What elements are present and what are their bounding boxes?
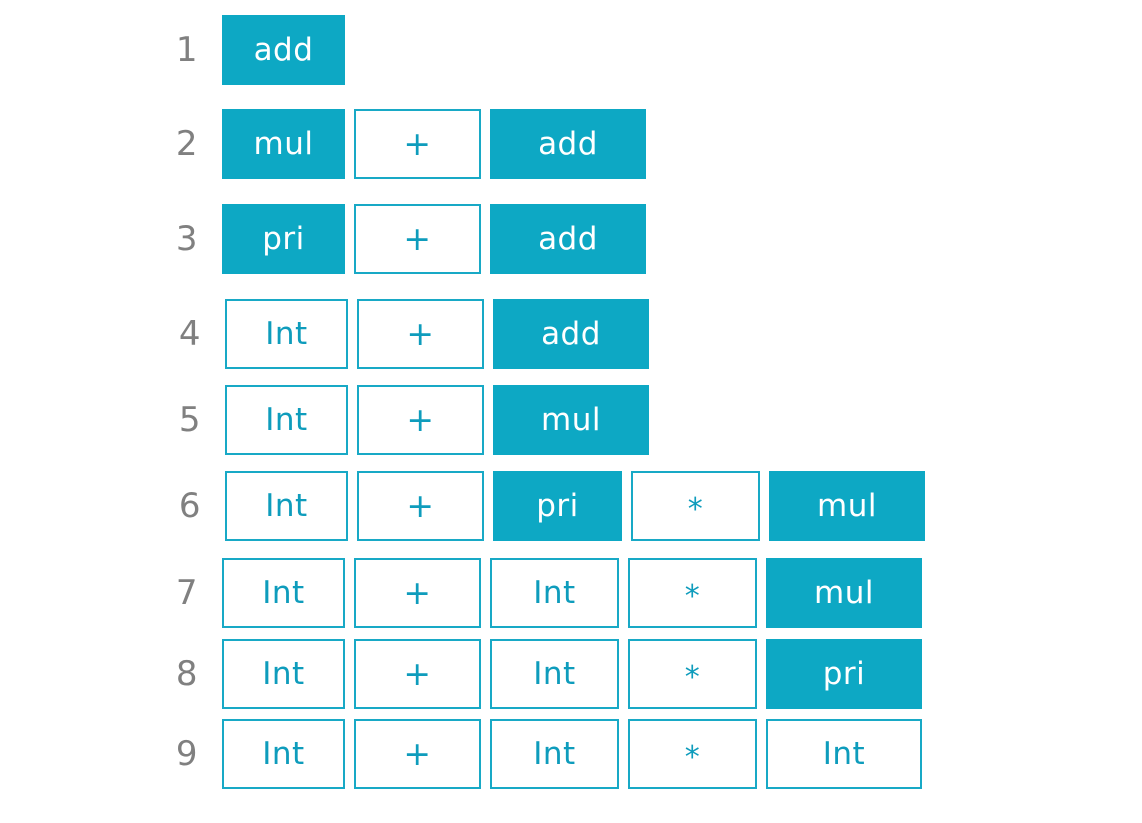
row-number: 6: [178, 486, 201, 526]
row-cells: mul + add: [222, 109, 646, 179]
symbol-cell-nonterminal: pri: [222, 204, 345, 274]
derivation-row: 4 Int + add: [155, 295, 649, 373]
symbol-cell-operator: +: [354, 204, 481, 274]
symbol-label: pri: [262, 220, 305, 257]
symbol-label: pri: [536, 487, 579, 524]
symbol-label: pri: [822, 655, 866, 692]
symbol-cell-nonterminal: mul: [769, 471, 925, 541]
symbol-cell-operator: +: [354, 558, 481, 628]
plus-icon: +: [403, 733, 432, 773]
row-cells: Int + Int * Int: [222, 719, 922, 789]
symbol-cell-operator: +: [357, 385, 484, 455]
row-number: 9: [175, 734, 198, 774]
row-cells: add: [222, 15, 345, 85]
symbol-label: add: [538, 220, 598, 257]
symbol-label: Int: [265, 401, 308, 438]
symbol-label: Int: [533, 574, 576, 611]
symbol-label: mul: [541, 401, 601, 438]
symbol-cell-operator: +: [354, 639, 481, 709]
symbol-label: Int: [533, 735, 576, 772]
symbol-label: add: [253, 31, 314, 68]
row-cells: Int + Int * mul: [222, 558, 922, 628]
symbol-cell-nonterminal: pri: [766, 639, 922, 709]
asterisk-icon: *: [687, 492, 704, 527]
row-cells: pri + add: [222, 204, 646, 274]
symbol-cell-operator: *: [628, 719, 757, 789]
symbol-cell-terminal: Int: [490, 639, 619, 709]
symbol-cell-operator: *: [631, 471, 760, 541]
row-number: 4: [178, 314, 201, 354]
derivation-row: 1 add: [152, 11, 345, 89]
derivation-row: 2 mul + add: [152, 105, 646, 183]
symbol-label: mul: [814, 574, 874, 611]
symbol-cell-terminal: Int: [225, 385, 348, 455]
row-cells: Int + Int * pri: [222, 639, 922, 709]
row-cells: Int + add: [225, 299, 649, 369]
row-number: 3: [175, 219, 198, 259]
row-cells: Int + pri * mul: [225, 471, 925, 541]
symbol-cell-terminal: Int: [222, 639, 345, 709]
symbol-label: Int: [265, 487, 308, 524]
row-number: 8: [175, 654, 198, 694]
row-number: 1: [175, 30, 198, 70]
symbol-label: Int: [265, 315, 308, 352]
symbol-label: add: [541, 315, 601, 352]
symbol-cell-operator: +: [357, 299, 484, 369]
symbol-cell-terminal: Int: [222, 558, 345, 628]
asterisk-icon: *: [684, 660, 701, 695]
derivation-row: 6 Int + pri * mul: [155, 467, 925, 545]
symbol-label: mul: [253, 125, 314, 162]
symbol-cell-nonterminal: mul: [766, 558, 922, 628]
derivation-row: 8 Int + Int * pri: [152, 635, 922, 713]
derivation-row: 3 pri + add: [152, 200, 646, 278]
symbol-cell-terminal: Int: [490, 558, 619, 628]
symbol-cell-nonterminal: add: [490, 109, 646, 179]
symbol-cell-nonterminal: add: [493, 299, 649, 369]
asterisk-icon: *: [684, 579, 701, 614]
symbol-cell-terminal: Int: [225, 471, 348, 541]
symbol-label: add: [538, 125, 598, 162]
symbol-cell-nonterminal: add: [222, 15, 345, 85]
symbol-cell-terminal: Int: [225, 299, 348, 369]
plus-icon: +: [403, 572, 432, 612]
row-number: 5: [178, 400, 201, 440]
symbol-label: Int: [262, 655, 305, 692]
symbol-label: Int: [822, 735, 866, 772]
row-cells: Int + mul: [225, 385, 649, 455]
plus-icon: +: [403, 653, 432, 693]
symbol-cell-operator: +: [354, 109, 481, 179]
derivation-row: 9 Int + Int * Int: [152, 715, 922, 793]
plus-icon: +: [403, 123, 432, 163]
symbol-cell-nonterminal: pri: [493, 471, 622, 541]
asterisk-icon: *: [684, 740, 701, 775]
symbol-cell-terminal: Int: [222, 719, 345, 789]
plus-icon: +: [403, 218, 432, 258]
symbol-cell-terminal: Int: [766, 719, 922, 789]
plus-icon: +: [406, 399, 435, 439]
symbol-label: Int: [262, 574, 305, 611]
symbol-cell-operator: +: [354, 719, 481, 789]
plus-icon: +: [406, 485, 435, 525]
symbol-cell-operator: *: [628, 558, 757, 628]
symbol-label: Int: [262, 735, 305, 772]
symbol-cell-nonterminal: mul: [222, 109, 345, 179]
symbol-cell-nonterminal: mul: [493, 385, 649, 455]
symbol-cell-operator: *: [628, 639, 757, 709]
plus-icon: +: [406, 313, 435, 353]
derivation-row: 7 Int + Int * mul: [152, 554, 922, 632]
symbol-cell-terminal: Int: [490, 719, 619, 789]
derivation-row: 5 Int + mul: [155, 381, 649, 459]
symbol-label: Int: [533, 655, 576, 692]
symbol-cell-operator: +: [357, 471, 484, 541]
row-number: 7: [175, 573, 198, 613]
row-number: 2: [175, 124, 198, 164]
symbol-label: mul: [817, 487, 877, 524]
symbol-cell-nonterminal: add: [490, 204, 646, 274]
